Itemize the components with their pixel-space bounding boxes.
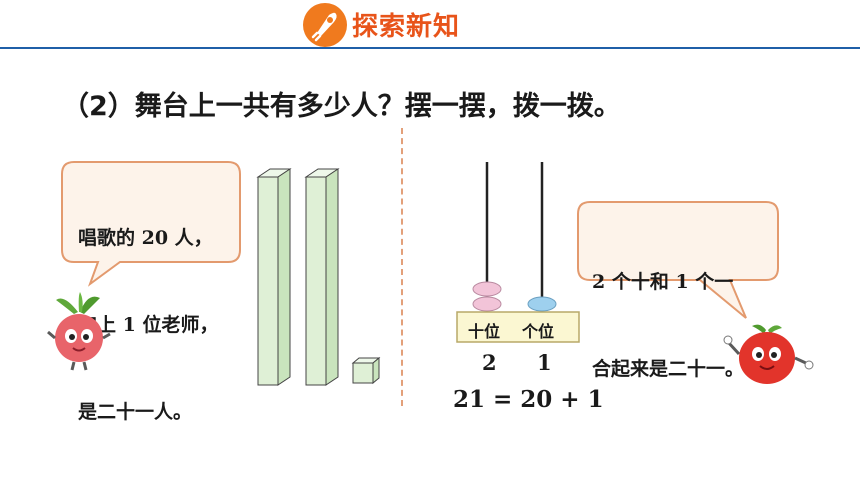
- left-bubble-line: 是二十一人。: [78, 401, 193, 423]
- tens-rod: [256, 168, 292, 386]
- dashed-divider: [401, 128, 403, 406]
- left-bubble-text: 唱歌的 20 人， 加上 1 位老师， 是二十一人。: [78, 166, 218, 456]
- abacus: [456, 162, 580, 343]
- base-ten-blocks: [256, 168, 381, 386]
- tens-bead: [472, 281, 502, 297]
- tens-rod: [304, 168, 340, 386]
- equation: 21 = 20 + 1: [453, 386, 604, 413]
- abacus-label-ones: 个位: [522, 322, 555, 341]
- ones-cube: [351, 356, 381, 385]
- question-text: （2）舞台上一共有多少人？摆一摆，拨一拨。: [62, 91, 621, 122]
- right-bubble-line: 2 个十和 1 个一: [592, 271, 734, 293]
- left-bubble-line: 唱歌的 20 人，: [78, 227, 213, 249]
- header-divider: [0, 47, 860, 49]
- abacus-label-tens: 十位: [468, 322, 501, 341]
- tens-digit: 2: [482, 350, 497, 375]
- ones-digit: 1: [537, 350, 552, 375]
- radish-character: [47, 292, 111, 371]
- section-title: 探索新知: [352, 12, 461, 42]
- tens-bead: [472, 296, 502, 312]
- rocket-icon: [303, 3, 347, 47]
- right-bubble-line: 合起来是二十一。: [592, 358, 745, 380]
- right-speech-bubble: [577, 201, 779, 319]
- tomato-character: [723, 324, 814, 384]
- left-speech-bubble: [61, 161, 241, 287]
- ones-bead: [527, 296, 557, 312]
- right-bubble-text: 2 个十和 1 个一 合起来是二十一。: [592, 210, 744, 413]
